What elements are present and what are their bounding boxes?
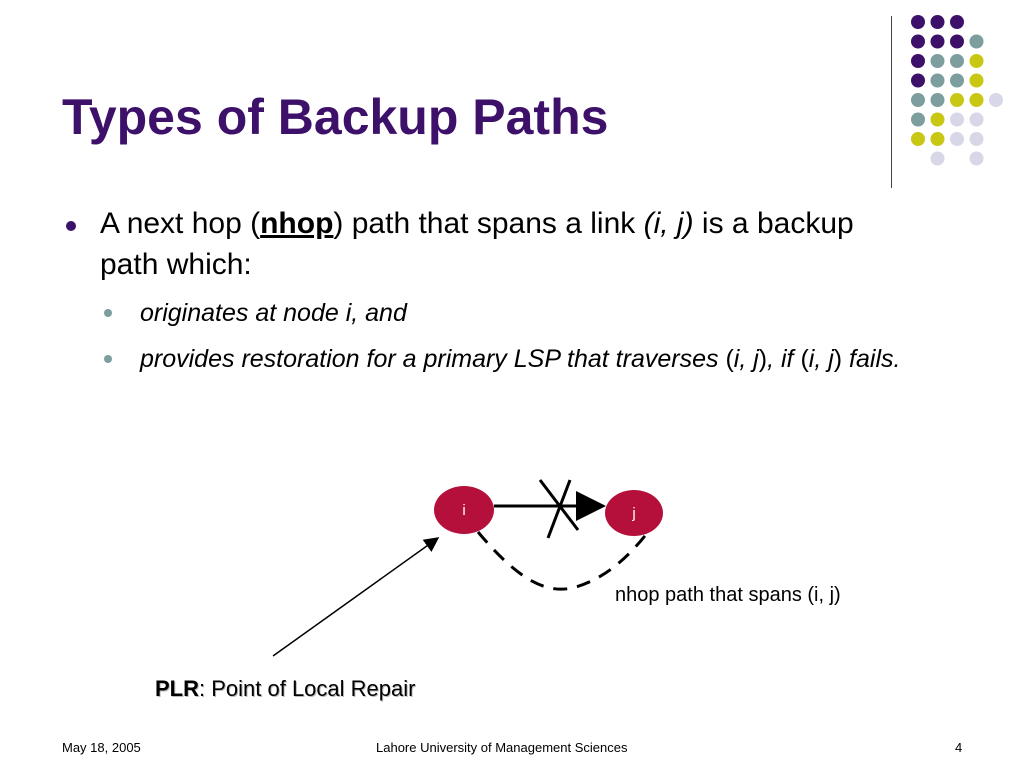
sub-bullet-1: originates at node i, and: [104, 294, 964, 332]
decorative-dot: [911, 112, 925, 127]
footer-organization: Lahore University of Management Sciences: [376, 740, 628, 755]
sub-bullet-text: originates at node i, and: [140, 299, 407, 327]
decorative-dot: [930, 34, 945, 49]
node-i: [434, 486, 494, 534]
decorative-dot: [930, 54, 945, 68]
decorative-dot: [950, 34, 964, 49]
decorative-dot: [969, 151, 984, 166]
sub-bullet-marker: [104, 355, 112, 363]
bullet-suffix: is a backup path which:: [100, 207, 854, 281]
nhop-path-caption: nhop path that spans (i, j): [615, 584, 841, 606]
page-number: 4: [955, 740, 963, 755]
plr-definition: : Point of Local Repair: [199, 676, 416, 701]
decorative-dot: [930, 73, 945, 88]
decorative-dot: [911, 132, 925, 146]
decorative-dot: [969, 132, 984, 146]
decorative-dot: [930, 93, 945, 107]
node-j: [605, 490, 663, 536]
sub-bullet-text: provides restoration for a primary LSP t…: [140, 345, 901, 373]
main-bullet-text: A next hop (nhop) path that spans a link…: [100, 203, 916, 285]
decorative-vertical-line: [891, 16, 892, 188]
nhop-keyword: nhop: [260, 207, 334, 240]
decorative-dot: [969, 112, 984, 127]
decorative-dot-grid: [911, 15, 1003, 166]
sub-bullet-2: provides restoration for a primary LSP t…: [104, 340, 964, 378]
bullet-prefix: A next hop (: [100, 207, 261, 240]
plr-abbrev: PLR: [155, 676, 199, 701]
bullet-middle: ) path that spans a link: [333, 207, 644, 240]
decorative-dot: [969, 93, 984, 107]
decorative-dot: [950, 15, 964, 29]
decorative-dot: [930, 112, 945, 127]
decorative-dot: [911, 15, 925, 29]
decorative-dot: [911, 93, 925, 107]
footer-date: May 18, 2005: [62, 740, 141, 755]
slide-title: Types of Backup Paths: [62, 89, 609, 145]
node-j-label: j: [631, 505, 635, 522]
decorative-dot: [950, 93, 964, 107]
plr-pointer-arrow: [272, 537, 440, 657]
nhop-backup-path: [476, 531, 650, 591]
bullet-marker: [66, 221, 76, 231]
node-i-label: i: [462, 502, 465, 519]
decorative-dot: [930, 151, 945, 166]
decorative-dot: [930, 15, 945, 29]
link-reference: (i, j): [643, 207, 694, 240]
decorative-dot: [911, 54, 925, 68]
decorative-dot: [969, 73, 984, 88]
plr-label: PLR: Point of Local Repair: [155, 676, 415, 702]
decorative-dot: [950, 73, 964, 88]
sub-bullet-marker: [104, 309, 112, 317]
decorative-dot: [950, 54, 964, 68]
decorative-dot: [969, 34, 984, 49]
decorative-dot: [950, 112, 964, 127]
decorative-dot: [911, 34, 925, 49]
link-failure-cross: [546, 479, 572, 539]
main-bullet: A next hop (nhop) path that spans a link…: [66, 203, 916, 285]
decorative-dot: [930, 132, 945, 146]
decorative-dot: [950, 132, 964, 146]
decorative-dot: [969, 54, 984, 68]
decorative-dot: [911, 73, 925, 88]
decorative-dot: [989, 93, 1003, 107]
